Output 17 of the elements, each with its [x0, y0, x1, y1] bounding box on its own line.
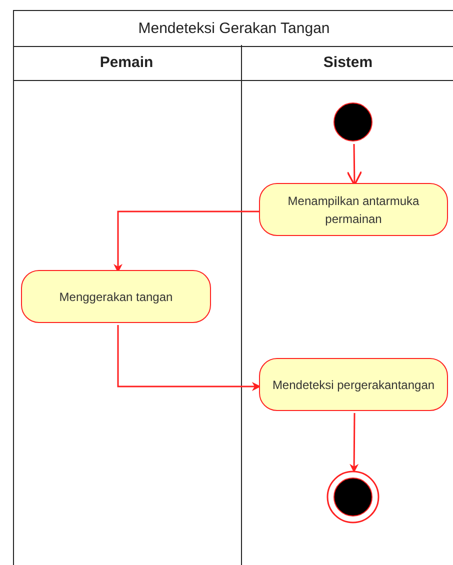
control-flow-arrow [350, 413, 359, 473]
activity-box [21, 270, 211, 323]
lane-label: Pemain [100, 54, 154, 70]
swimlane-lane [240, 44, 453, 565]
activity-box [259, 358, 448, 411]
initial-node [333, 102, 373, 142]
final-node [326, 470, 380, 524]
activity-label: Menampilkan antarmuka permainan [286, 192, 420, 228]
swimlane-pool [13, 10, 453, 565]
lane-label: Sistem [323, 54, 373, 70]
control-flow-arrow [117, 325, 261, 391]
activity-label: Menggerakan tangan [59, 288, 173, 306]
activity-label: Mendeteksi pergerakantangan [272, 376, 435, 394]
control-flow-arrow [114, 210, 260, 273]
activity-box [259, 183, 448, 236]
pool-label: Mendeteksi Gerakan Tangan [138, 20, 330, 37]
control-flow-arrow [346, 144, 362, 186]
